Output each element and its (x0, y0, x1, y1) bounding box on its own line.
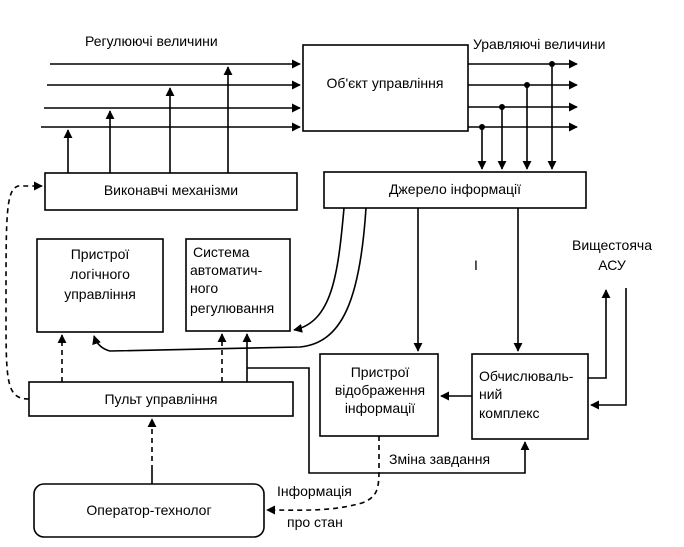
auto-reg-label-line-2: автоматич- (190, 262, 263, 278)
junction-dot-4 (479, 124, 485, 130)
task-change-label: Зміна завдання (389, 451, 490, 467)
computer-label-line-3: комплекс (479, 405, 540, 421)
junction-dot-3 (499, 104, 505, 110)
operator-box (33, 483, 265, 538)
panel-to-actuators-dashed (5, 181, 43, 400)
computer-label-line-2: ний (479, 386, 502, 402)
computer-label-line-1: Обчислюваль- (479, 368, 574, 384)
junction-dot-2 (524, 82, 530, 88)
auto-reg-box (185, 238, 291, 332)
object-label: Об'єкт управління (327, 75, 444, 91)
computer-to-upper-asu-arrow (588, 289, 611, 379)
panel-to-computer-line (247, 367, 530, 474)
display-label-line-2: відображення (335, 382, 425, 398)
logic-label-line-2: логічного (70, 266, 130, 282)
controlled-label: Уравляючі величини (473, 36, 605, 52)
object-box (302, 44, 469, 132)
logic-label-line-3: управління (64, 286, 136, 302)
info-label-line2: про стан (287, 514, 343, 530)
stray-mark: I (474, 257, 478, 273)
info-source-box (323, 171, 587, 209)
upper-asu-label-line-2: АСУ (598, 257, 626, 273)
info-label-line1: Інформація (277, 483, 352, 499)
upper-asu-to-computer-arrow (590, 288, 627, 410)
control-panel-label: Пульт управління (104, 391, 217, 407)
regulating-label: Регулюючі величини (85, 33, 218, 49)
auto-reg-label-line-3: ного (190, 280, 218, 296)
info-to-logic-curve (92, 207, 367, 352)
logic-label-line-1: Пристрої (71, 246, 130, 262)
auto-reg-label-line-1: Система (193, 244, 250, 260)
logic-box (36, 238, 164, 333)
actuators-box (44, 172, 298, 211)
info-source-label: Джерело інформації (389, 181, 521, 197)
junction-dot-1 (549, 61, 555, 67)
display-label-line-1: Пристрої (351, 364, 410, 380)
operator-label: Оператор-технолог (86, 502, 211, 518)
auto-reg-label-line-4: регулювання (190, 300, 274, 316)
upper-asu-label-line-1: Вищестояча (572, 237, 652, 253)
actuators-label: Виконавчі механізми (104, 182, 238, 198)
display-to-operator-dashed (266, 436, 380, 515)
info-to-auto-reg-curve (293, 207, 345, 333)
display-label-line-3: інформації (345, 400, 415, 416)
